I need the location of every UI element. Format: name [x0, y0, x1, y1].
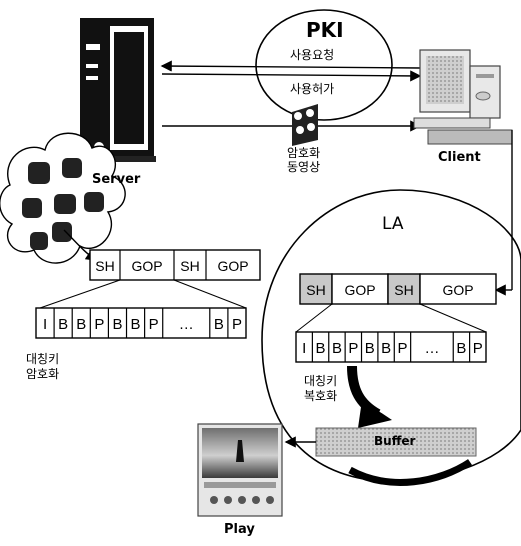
frame-i: I	[43, 316, 47, 333]
frame-p: P	[473, 340, 483, 357]
frame-p: P	[232, 316, 242, 333]
frame-p: P	[397, 340, 407, 357]
la-label: LA	[382, 214, 404, 234]
content-cloud	[0, 132, 126, 264]
frame-b: B	[332, 340, 342, 357]
stream-block: GOP	[131, 258, 162, 274]
server-icon	[78, 18, 156, 162]
frame-b: B	[316, 340, 326, 357]
frame-b: B	[58, 316, 68, 333]
frame-i: I	[302, 340, 306, 357]
frame-ellipsis: …	[424, 340, 439, 357]
frame-b: B	[456, 340, 466, 357]
frame-p: P	[149, 316, 159, 333]
pki-authority	[255, 9, 393, 121]
frame-ellipsis: …	[179, 316, 194, 333]
play-label: Play	[224, 522, 255, 537]
client-label: Client	[438, 150, 481, 165]
frame-b: B	[131, 316, 141, 333]
frame-b: B	[365, 340, 375, 357]
request-arrow	[160, 60, 421, 72]
frame-p: P	[94, 316, 104, 333]
buffer-label: Buffer	[374, 434, 416, 448]
decrypt-caption-line1: 대칭키	[304, 374, 338, 388]
encrypted-video-line1: 암호화	[287, 146, 321, 160]
use-request-label: 사용요청	[290, 48, 335, 62]
decrypt-caption: 대칭키 복호화	[304, 374, 337, 404]
use-grant-label: 사용허가	[290, 82, 335, 96]
encrypt-caption-line1: 대칭키	[26, 352, 60, 366]
encrypted-video-label: 암호화 동영상	[287, 146, 320, 174]
la-stream-block: GOP	[344, 282, 375, 298]
la-stream-block: SH	[306, 282, 325, 298]
frame-b: B	[112, 316, 122, 333]
media-player-icon	[197, 423, 283, 517]
encrypted-video-icon	[292, 104, 318, 146]
stream-block: SH	[95, 258, 114, 274]
la-stream-block: SH	[394, 282, 413, 298]
frame-p: P	[348, 340, 358, 357]
server-stream: SH GOP SH GOP	[39, 249, 261, 309]
encrypt-caption-line2: 암호화	[26, 367, 60, 381]
client-computer-icon	[413, 49, 513, 145]
encrypted-video-line2: 동영상	[287, 160, 321, 174]
stream-block: GOP	[217, 258, 248, 274]
stream-block: SH	[180, 258, 199, 274]
server-label: Server	[92, 172, 141, 187]
decrypt-caption-line2: 복호화	[304, 389, 338, 403]
grant-arrow	[161, 70, 422, 82]
pki-title: PKI	[306, 18, 344, 42]
decrypt-arrow	[347, 365, 392, 428]
frame-b: B	[214, 316, 224, 333]
frame-b: B	[381, 340, 391, 357]
frame-b: B	[76, 316, 86, 333]
la-stream: SH GOP SH GOP	[295, 273, 497, 333]
la-stream-block: GOP	[442, 282, 473, 298]
buffer-box	[315, 427, 477, 457]
encrypt-caption: 대칭키 암호화	[26, 352, 59, 382]
